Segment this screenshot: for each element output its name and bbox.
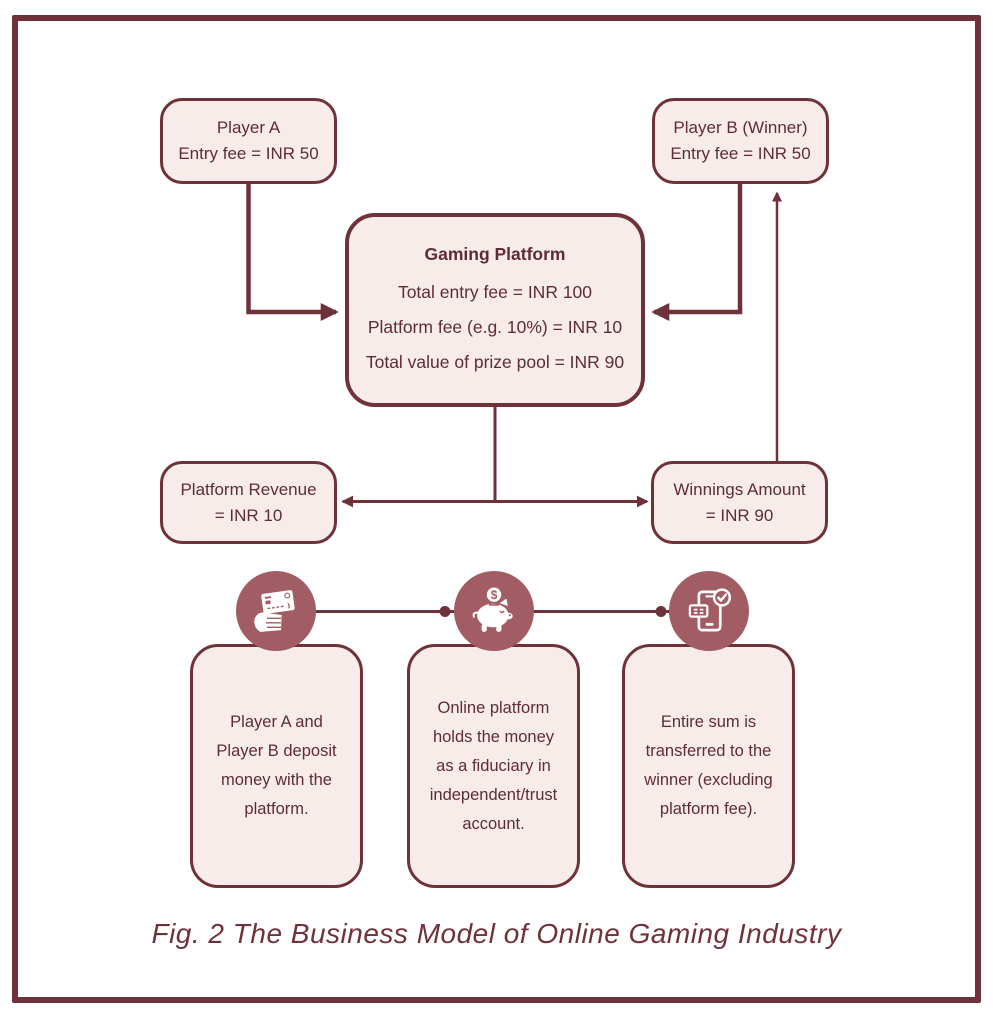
gaming-platform-line-3: Total value of prize pool = INR 90 [365,352,625,372]
connector-player-b-to-platform [651,184,743,321]
step-box-fiduciary-text: Online platform holds the money as a fid… [429,698,558,833]
process-line-dot-2 [655,606,667,617]
step-box-deposit-text: Player A and Player B deposit money with… [216,713,337,818]
step-icon-circle-fiduciary: $ [454,571,534,651]
platform-revenue-line1: Platform Revenue [180,479,317,499]
node-player-a-line1: Player A [216,118,281,137]
winnings-amount-line2: = INR 90 [705,505,774,525]
node-player-b-line2: Entry fee = INR 50 [670,144,811,163]
phone-payment-check-icon [688,588,732,632]
node-gaming-platform: Gaming Platform Total entry fee = INR 10… [345,213,645,407]
step-box-deposit: Player A and Player B deposit money with… [190,644,363,888]
hand-credit-card-icon [254,590,295,632]
node-winnings-amount: Winnings Amount = INR 90 [651,461,828,544]
figure-caption: Fig. 2 The Business Model of Online Gami… [151,918,842,949]
process-line-dot-1 [439,606,451,617]
node-player-b-line1: Player B (Winner) [673,118,808,137]
node-player-a: Player A Entry fee = INR 50 [160,98,337,184]
step-icon-circle-transfer [669,571,749,651]
winnings-amount-line1: Winnings Amount [673,479,806,499]
figure-border-frame [12,15,981,1003]
step-box-transfer: Entire sum is transferred to the winner … [622,644,795,888]
node-player-a-line2: Entry fee = INR 50 [178,144,319,163]
gaming-platform-line-1: Total entry fee = INR 100 [397,282,593,302]
node-platform-revenue: Platform Revenue = INR 10 [160,461,337,544]
gaming-platform-title: Gaming Platform [424,244,566,264]
svg-text:$: $ [491,588,498,602]
node-player-b: Player B (Winner) Entry fee = INR 50 [652,98,829,184]
step-box-transfer-text: Entire sum is transferred to the winner … [644,713,773,818]
piggy-bank-icon: $ [472,587,513,632]
connector-player-a-to-platform [246,184,339,321]
platform-revenue-line2: = INR 10 [214,505,283,525]
step-icon-circle-deposit [236,571,316,651]
gaming-platform-line-2: Platform fee (e.g. 10%) = INR 10 [367,317,623,337]
step-box-fiduciary: Online platform holds the money as a fid… [407,644,580,888]
